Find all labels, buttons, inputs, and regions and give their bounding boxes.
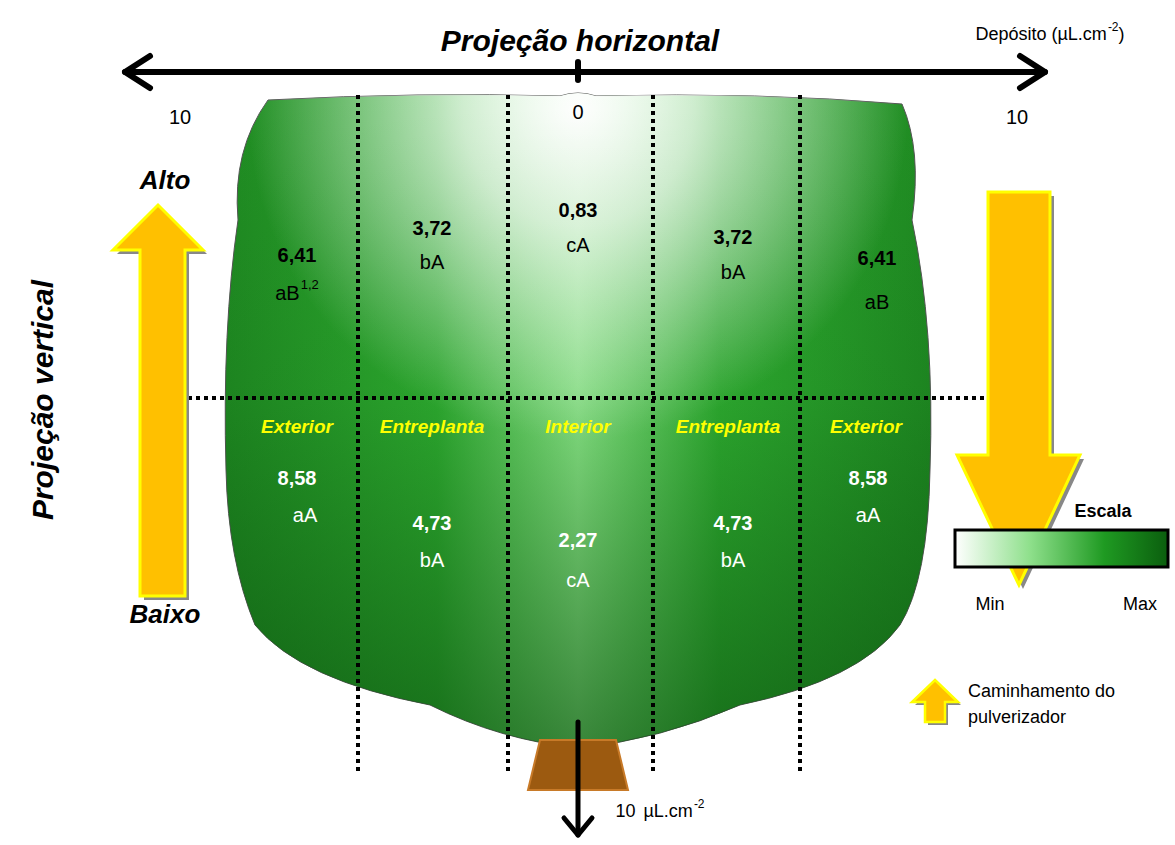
significance-letters: aA (293, 504, 317, 526)
significance-letters: bA (420, 251, 444, 273)
tick-label-group: 10 (1006, 106, 1028, 128)
deposit-value-group: 4,73 (413, 512, 452, 534)
unit-label: 10 (615, 802, 635, 822)
vertical-axis-arrow (113, 205, 207, 600)
scale-bar (955, 530, 1168, 567)
axis-end-label-group: Baixo (130, 600, 201, 629)
axis-title: Projeção vertical (26, 280, 59, 520)
scale-end-label-group: Min (975, 595, 1004, 615)
deposit-value: 3,72 (413, 217, 452, 239)
deposit-axis-arrow (564, 722, 592, 835)
deposit-value-group: 3,72 (714, 226, 753, 248)
deposit-value-group: 0,83 (559, 199, 598, 221)
significance-letters-group: aB (865, 291, 889, 313)
horizontal-axis-arrow (125, 56, 1045, 88)
zone-name: Entreplanta (380, 417, 485, 438)
significance-letters: bA (721, 261, 745, 283)
sprayer-direction-arrow (912, 680, 961, 725)
significance-letters-group: aA (856, 504, 880, 526)
tick-label-group: 10 (169, 106, 191, 128)
axis-end-label: Baixo (130, 600, 201, 629)
deposit-value-group: 8,58 (849, 467, 888, 489)
significance-letters: aB (275, 282, 299, 304)
deposit-value-group: 2,27 (559, 529, 598, 551)
unit-label-group: Depósito (µL.cm-2) (975, 25, 1124, 45)
significance-letters-group: bA (420, 549, 444, 571)
axis-title-group: Projeção horizontal (441, 24, 719, 57)
significance-letters: aB (865, 291, 889, 313)
significance-letters-group: bA (721, 261, 745, 283)
tick-label: 10 (1006, 106, 1028, 128)
significance-letters-group: aB1,2 (275, 282, 319, 304)
deposit-value: 0,83 (559, 199, 598, 221)
unit-label-group: 10µL.cm-2 (615, 802, 704, 822)
zone-name-group: Entreplanta (380, 417, 485, 438)
tick-label: 0 (572, 101, 583, 123)
axis-title: Projeção horizontal (441, 24, 719, 57)
significance-letters-group: bA (420, 251, 444, 273)
significance-letters: bA (721, 549, 745, 571)
zone-name-group: Interior (545, 417, 610, 438)
significance-letters-group: cA (566, 234, 589, 256)
deposit-value-group: 6,41 (278, 244, 317, 266)
significance-letters-group: cA (566, 569, 589, 591)
deposit-value-group: 4,73 (714, 512, 753, 534)
scale-title-group: Escala (1074, 502, 1131, 522)
deposit-value-group: 6,41 (858, 247, 897, 269)
tick-label: 10 (169, 106, 191, 128)
zone-name: Entreplanta (676, 417, 781, 438)
significance-letters: cA (566, 569, 589, 591)
zone-name-group: Entreplanta (676, 417, 781, 438)
scale-end-label-group: Max (1123, 595, 1157, 615)
significance-letters-group: aA (293, 504, 317, 526)
superscript: -2 (1108, 21, 1119, 34)
scale-title: Escala (1074, 502, 1131, 522)
deposit-value: 2,27 (559, 529, 598, 551)
deposit-value: 8,58 (849, 467, 888, 489)
significance-letters: aA (856, 504, 880, 526)
unit-label: µL.cm (643, 802, 692, 822)
deposit-value-group: 8,58 (278, 467, 317, 489)
zone-name: Interior (545, 417, 610, 438)
scale-end-label: Max (1123, 595, 1157, 615)
axis-end-label-group: Alto (140, 166, 191, 195)
scale-end-label: Min (975, 595, 1004, 615)
superscript: -2 (694, 798, 705, 811)
axis-title-group: Projeção vertical (26, 280, 59, 520)
deposit-value: 8,58 (278, 467, 317, 489)
unit-label: ) (1119, 25, 1125, 45)
deposit-value: 6,41 (278, 244, 317, 266)
deposit-value: 4,73 (413, 512, 452, 534)
legend-text: Caminhamento do pulverizador (968, 678, 1118, 730)
zone-name: Exterior (830, 417, 902, 438)
deposit-value: 3,72 (714, 226, 753, 248)
superscript: 1,2 (301, 278, 319, 292)
significance-letters: bA (420, 549, 444, 571)
deposit-value-group: 3,72 (413, 217, 452, 239)
axis-end-label: Alto (140, 166, 191, 195)
unit-label: Depósito (µL.cm (975, 25, 1106, 45)
zone-name: Exterior (261, 417, 333, 438)
significance-letters: cA (566, 234, 589, 256)
zone-name-group: Exterior (261, 417, 333, 438)
canopy (225, 93, 931, 748)
zone-divider-lines (180, 95, 1020, 775)
zone-name-group: Exterior (830, 417, 902, 438)
significance-letters-group: bA (721, 549, 745, 571)
deposit-value: 4,73 (714, 512, 753, 534)
tick-label-group: 0 (572, 101, 583, 123)
deposit-value: 6,41 (858, 247, 897, 269)
